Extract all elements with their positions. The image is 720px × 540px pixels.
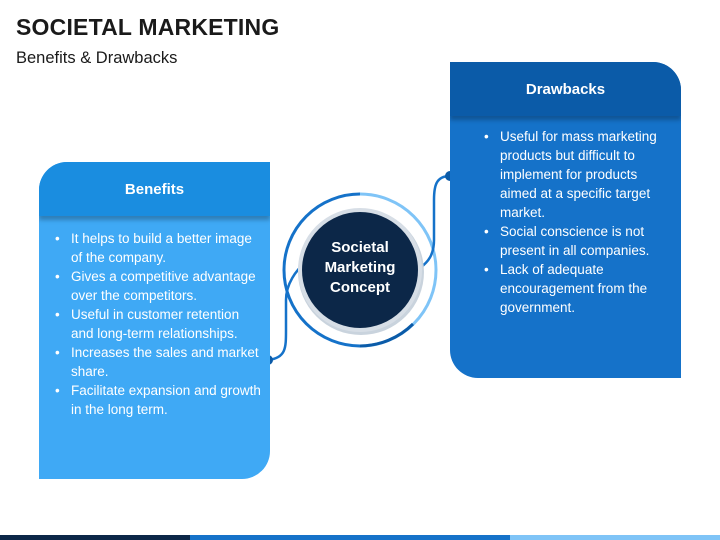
drawbacks-list: Useful for mass marketing products but d… xyxy=(482,127,672,317)
outer-ring-accent-arc xyxy=(359,322,415,348)
benefits-heading: Benefits xyxy=(39,162,270,216)
list-item: Increases the sales and market share. xyxy=(53,343,263,381)
connector-line-benefits xyxy=(267,261,307,362)
benefits-card: Benefits It helps to build a better imag… xyxy=(39,162,270,479)
list-item: It helps to build a better image of the … xyxy=(53,229,263,267)
list-item: Lack of adequate encouragement from the … xyxy=(482,260,672,317)
bottom-accent-bar xyxy=(0,535,720,540)
slide-subtitle: Benefits & Drawbacks xyxy=(16,49,178,67)
concept-label-line: Marketing xyxy=(324,259,396,276)
concept-label: Societal Marketing Concept xyxy=(321,238,399,298)
list-item: Useful in customer retention and long-te… xyxy=(53,305,263,343)
list-item: Useful for mass marketing products but d… xyxy=(482,127,672,222)
bottom-bar-segment xyxy=(190,535,510,540)
concept-label-line: Societal xyxy=(331,239,389,256)
list-item: Gives a competitive advantage over the c… xyxy=(53,267,263,305)
benefits-list: It helps to build a better image of the … xyxy=(53,229,263,419)
drawbacks-heading: Drawbacks xyxy=(450,62,681,116)
list-item: Social conscience is not present in all … xyxy=(482,222,672,260)
bottom-bar-segment xyxy=(510,535,720,540)
slide-title: SOCIETAL MARKETING xyxy=(16,14,280,40)
connector-line-drawbacks xyxy=(419,174,451,269)
drawbacks-card: Drawbacks Useful for mass marketing prod… xyxy=(450,62,681,378)
list-item: Facilitate expansion and growth in the l… xyxy=(53,381,263,419)
bottom-bar-segment xyxy=(0,535,190,540)
concept-label-line: Concept xyxy=(330,279,390,296)
